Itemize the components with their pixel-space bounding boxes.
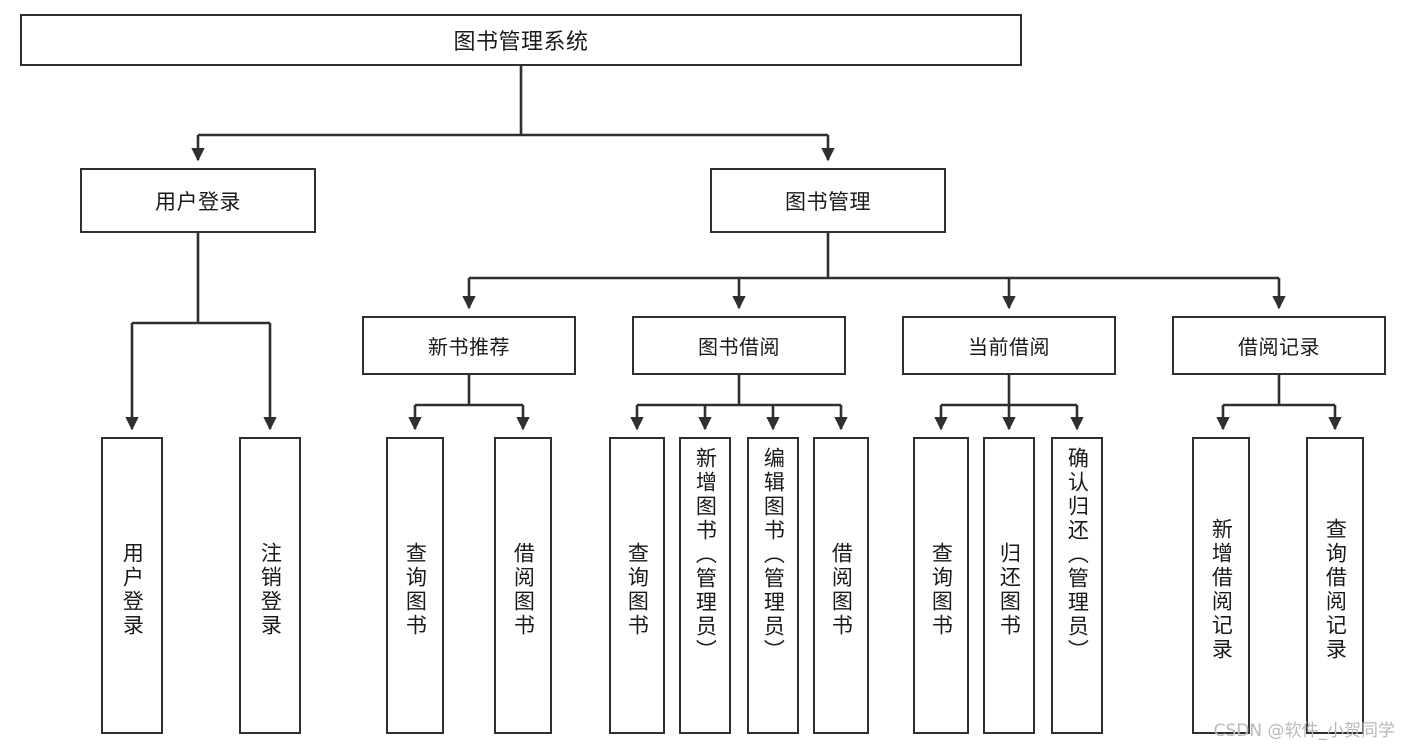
leaf-return-book[interactable]: 归还图书 — [983, 437, 1035, 734]
node-label: 用户登录 — [120, 541, 145, 638]
leaf-user-login[interactable]: 用户登录 — [101, 437, 163, 734]
node-label: 借阅记录 — [1238, 335, 1320, 359]
node-current-borrow[interactable]: 当前借阅 — [902, 316, 1116, 375]
node-label: 注销登录 — [258, 541, 283, 638]
leaf-edit-book-admin[interactable]: 编辑图书（管理员） — [747, 437, 799, 734]
node-label: 图书管理系统 — [453, 30, 589, 55]
leaf-borrow-book[interactable]: 借阅图书 — [813, 437, 869, 734]
node-label: 当前借阅 — [968, 335, 1050, 359]
node-label: 图书管理 — [785, 189, 871, 214]
leaf-logout[interactable]: 注销登录 — [239, 437, 301, 734]
leaf-borrow-book-new[interactable]: 借阅图书 — [494, 437, 552, 734]
leaf-add-borrow-record[interactable]: 新增借阅记录 — [1192, 437, 1250, 734]
node-label: 查询图书 — [403, 541, 428, 638]
leaf-add-book-admin[interactable]: 新增图书（管理员） — [679, 437, 731, 734]
node-label: 查询图书 — [929, 541, 954, 638]
csdn-watermark: CSDN @软件_小贺同学 — [1213, 721, 1395, 741]
leaf-confirm-return-admin[interactable]: 确认归还（管理员） — [1051, 437, 1103, 734]
leaf-query-borrow-record[interactable]: 查询借阅记录 — [1306, 437, 1364, 734]
node-root-system[interactable]: 图书管理系统 — [20, 14, 1022, 66]
node-new-book-recommend[interactable]: 新书推荐 — [362, 316, 576, 375]
node-label: 借阅图书 — [829, 541, 854, 638]
node-label: 新书推荐 — [428, 335, 510, 359]
node-label: 图书借阅 — [698, 335, 780, 359]
node-label: 借阅图书 — [511, 541, 536, 638]
node-label: 查询借阅记录 — [1323, 517, 1348, 662]
node-book-borrow[interactable]: 图书借阅 — [632, 316, 846, 375]
node-label: 编辑图书（管理员） — [761, 447, 786, 663]
node-label: 确认归还（管理员） — [1065, 447, 1090, 663]
node-label: 查询图书 — [625, 541, 650, 638]
leaf-query-book-new[interactable]: 查询图书 — [386, 437, 444, 734]
leaf-query-book-borrow[interactable]: 查询图书 — [609, 437, 665, 734]
node-borrow-record[interactable]: 借阅记录 — [1172, 316, 1386, 375]
node-label: 归还图书 — [997, 541, 1022, 638]
node-user-login[interactable]: 用户登录 — [80, 168, 316, 233]
node-book-management[interactable]: 图书管理 — [710, 168, 946, 233]
node-label: 新增借阅记录 — [1209, 517, 1234, 662]
node-label: 用户登录 — [155, 189, 241, 214]
node-label: 新增图书（管理员） — [693, 447, 718, 663]
leaf-query-book-current[interactable]: 查询图书 — [913, 437, 969, 734]
